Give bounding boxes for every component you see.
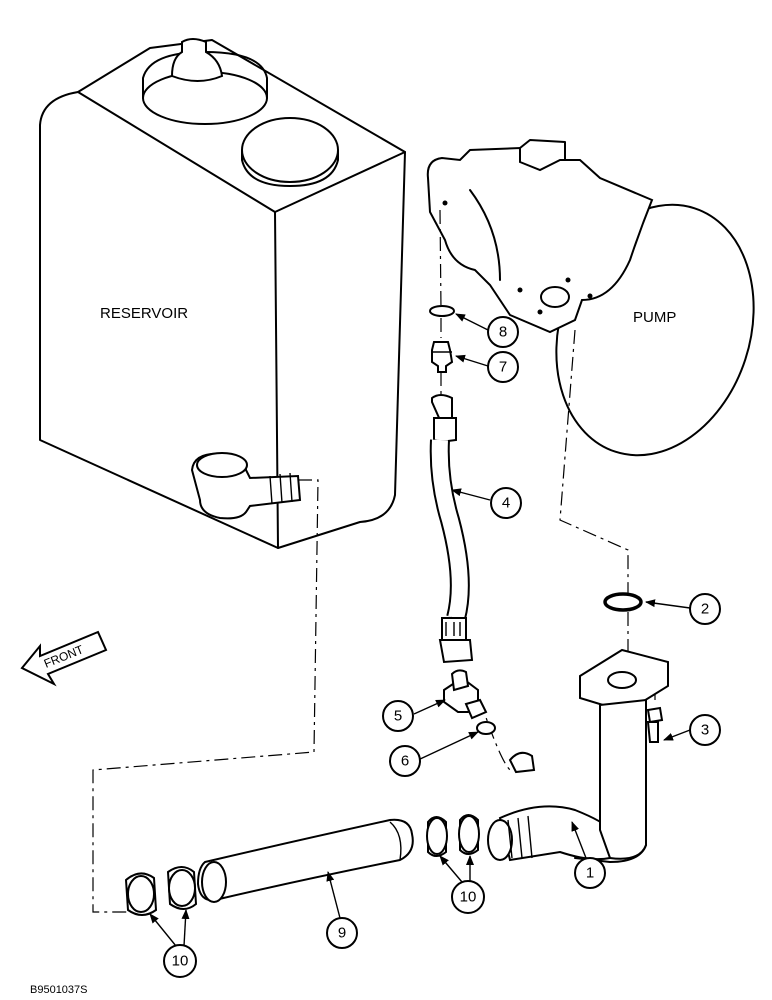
callout-4: 4 <box>490 487 522 519</box>
part-10-clamps-right <box>426 814 480 857</box>
callout-1: 1 <box>574 857 606 889</box>
callout-10-right: 10 <box>451 880 485 914</box>
callout-2: 2 <box>689 593 721 625</box>
reservoir-label: RESERVOIR <box>100 305 188 322</box>
part-9-hose <box>196 818 414 903</box>
pump-label: PUMP <box>633 309 676 326</box>
part-1-suction-tube <box>487 648 669 863</box>
figure-code: B9501037S <box>30 984 88 996</box>
callout-8-label: 8 <box>499 324 507 341</box>
callout-6: 6 <box>389 745 421 777</box>
part-10-clamps-left <box>124 866 198 916</box>
part-5-elbow-fitting <box>443 669 488 720</box>
callout-3-label: 3 <box>701 722 709 739</box>
callout-10-left: 10 <box>163 944 197 978</box>
part-2-o-ring <box>603 592 643 612</box>
callout-5: 5 <box>382 700 414 732</box>
callout-10-right-label: 10 <box>460 889 477 906</box>
reservoir-suction-port <box>190 452 302 520</box>
callout-1-label: 1 <box>586 865 594 882</box>
pump-assembly: PUMP <box>426 139 755 457</box>
callout-7-label: 7 <box>499 359 507 376</box>
part-4-hose <box>429 394 474 664</box>
part-6-o-ring <box>476 721 496 735</box>
reservoir-tank: RESERVOIR <box>39 38 406 549</box>
callout-9: 9 <box>326 917 358 949</box>
reservoir-cover <box>241 117 339 187</box>
callout-4-label: 4 <box>502 495 510 512</box>
callout-3: 3 <box>689 714 721 746</box>
callout-8: 8 <box>487 316 519 348</box>
part-8-o-ring <box>429 305 455 317</box>
front-arrow: FRONT <box>20 630 108 687</box>
callout-2-label: 2 <box>701 601 709 618</box>
callout-9-label: 9 <box>338 925 346 942</box>
part-3-bolt <box>646 706 664 743</box>
callout-6-label: 6 <box>401 753 409 770</box>
callout-7: 7 <box>487 351 519 383</box>
reservoir-filler-cap <box>142 38 268 125</box>
callout-10-left-label: 10 <box>172 953 189 970</box>
leader-lines <box>149 313 691 947</box>
part-7-fitting <box>431 341 454 373</box>
callout-5-label: 5 <box>394 708 402 725</box>
